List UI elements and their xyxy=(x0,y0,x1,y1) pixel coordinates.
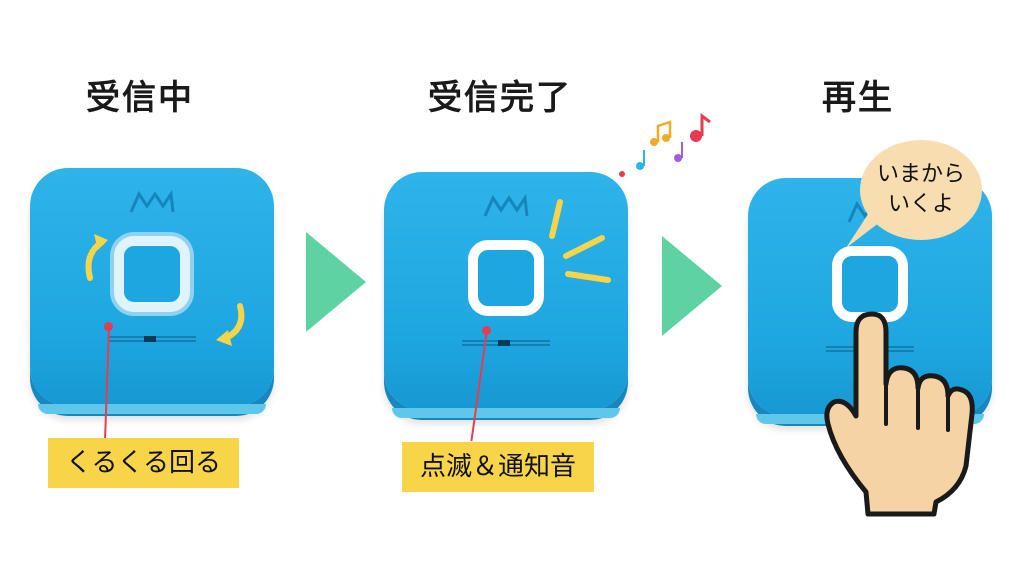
brand-logo-icon xyxy=(129,189,175,213)
main-button-rotating[interactable] xyxy=(114,236,190,312)
device-base xyxy=(38,404,266,414)
device-received xyxy=(384,172,628,418)
next-arrow-icon xyxy=(306,232,366,332)
speaker-slot xyxy=(108,336,196,342)
stage-title-play: 再生 xyxy=(822,78,894,118)
speech-line: いまから xyxy=(876,162,965,187)
pointing-hand-icon xyxy=(824,311,975,517)
rotate-arrow-icon xyxy=(85,234,108,281)
music-notes-icon xyxy=(619,113,711,177)
main-button-blinking[interactable] xyxy=(468,240,544,316)
speech-bubble: いまから いくよ xyxy=(860,140,982,240)
device-base xyxy=(392,408,620,418)
caption-receiving: くるくる回る xyxy=(48,438,239,488)
rotate-arrow-icon xyxy=(216,303,245,346)
stage-title-receiving: 受信中 xyxy=(86,78,194,118)
speech-line: いくよ xyxy=(887,192,954,217)
caption-received: 点滅＆通知音 xyxy=(402,442,595,492)
speaker-slot xyxy=(462,340,550,346)
brand-logo-icon xyxy=(483,193,529,217)
next-arrow-icon xyxy=(662,236,722,336)
stage-title-received: 受信完了 xyxy=(428,78,572,118)
flash-lines-icon xyxy=(549,199,611,283)
device-receiving xyxy=(30,168,274,414)
